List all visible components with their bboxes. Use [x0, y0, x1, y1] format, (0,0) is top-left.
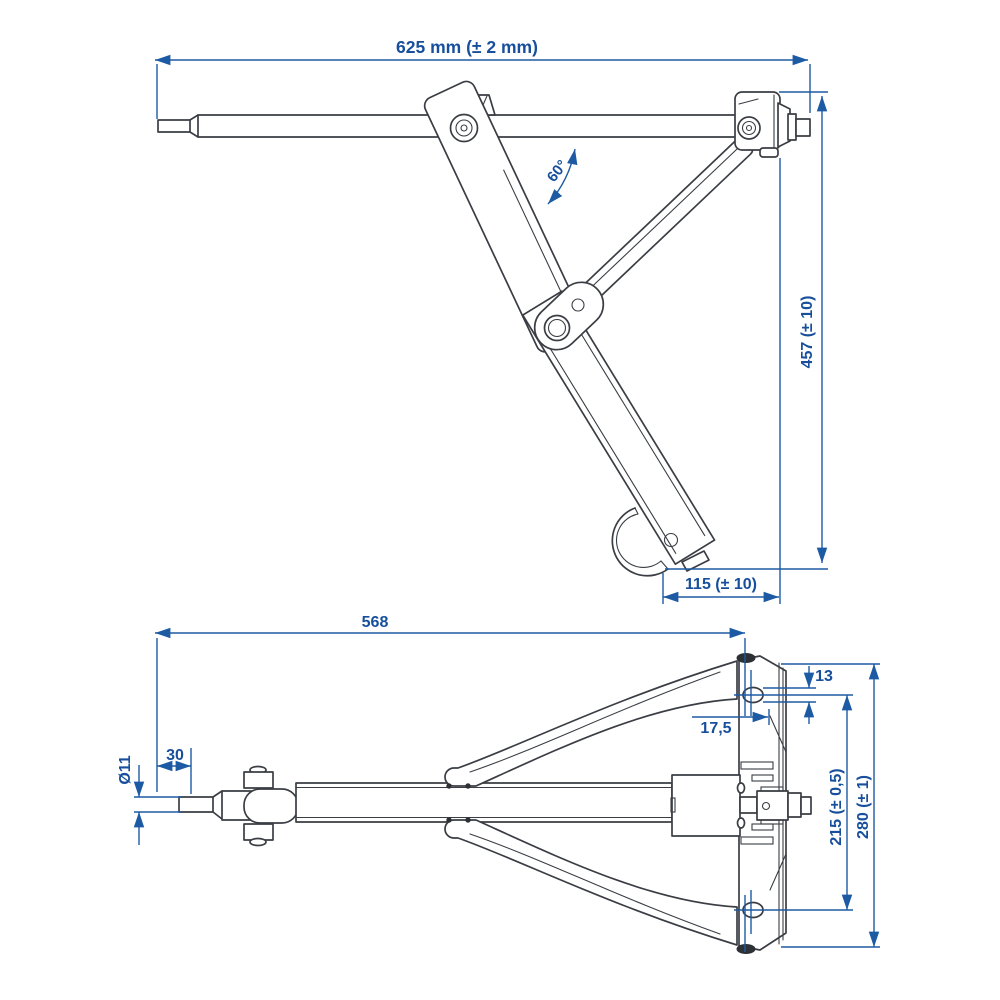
pivot-washer — [449, 113, 479, 143]
foot-ring — [611, 507, 710, 577]
dim-tip-length: 30 — [166, 747, 184, 764]
plan-view: 568 13 17,5 Ø11 30 215 (± — [117, 614, 880, 954]
plan-view-dimensions: 568 13 17,5 Ø11 30 215 (± — [117, 614, 880, 952]
elbow-joint — [533, 281, 605, 351]
dim-overall-height: 280 (± 1) — [855, 775, 872, 839]
mounting-bracket — [734, 91, 811, 158]
plan-handle-rod — [178, 765, 299, 847]
plan-gear-housing — [670, 774, 812, 837]
dim-rod-diameter: Ø11 — [117, 755, 134, 784]
side-view-dimensions: 625 mm (± 2 mm) 60° 457 (± 10) 115 (± 10… — [155, 37, 828, 604]
dim-plan-length: 568 — [362, 614, 389, 631]
leg — [521, 290, 716, 565]
dim-hole-spacing: 215 (± 0,5) — [828, 768, 845, 845]
plan-outer-tube — [295, 782, 673, 823]
dim-hole-offset: 17,5 — [700, 720, 731, 737]
dim-hole-diameter: 13 — [815, 668, 833, 685]
plan-lower-arm — [444, 817, 738, 946]
dim-angle: 60° — [544, 157, 571, 185]
dim-height: 457 (± 10) — [799, 296, 816, 369]
dim-foot-offset: 115 (± 10) — [685, 576, 757, 593]
dim-overall-length: 625 mm (± 2 mm) — [396, 37, 538, 57]
side-view: 625 mm (± 2 mm) 60° 457 (± 10) 115 (± 10… — [155, 37, 828, 604]
plan-upper-arm — [444, 660, 738, 789]
